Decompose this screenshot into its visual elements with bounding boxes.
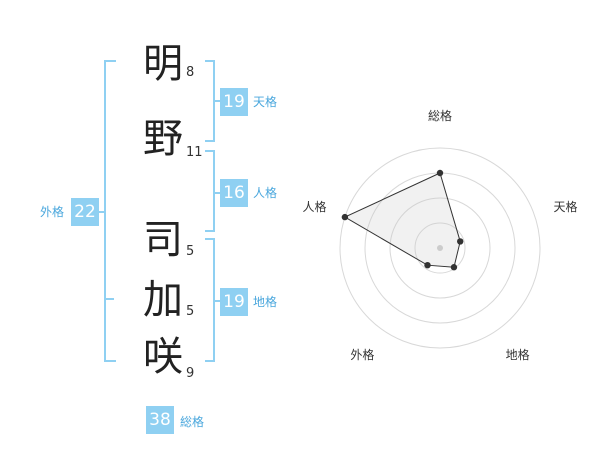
radar-point-4 [424,261,431,269]
radar-axis-label-5: 人格 [302,199,326,214]
tenkaku-label: 天格 [253,95,278,109]
radar-point-1 [436,169,444,177]
chikaku-badge: 19 [220,288,248,316]
radar-axis-label-2: 天格 [554,199,578,214]
soukaku-label: 総格 [180,415,205,429]
tenkaku-connector [215,100,221,102]
chikaku-bracket [205,238,215,362]
radar-axis-label-3: 地格 [506,347,530,362]
jinkaku-label: 人格 [253,186,278,200]
chikaku-label: 地格 [253,295,278,309]
stroke-count-3: 5 [186,244,195,259]
jinkaku-connector [215,192,221,194]
name-char-3: 司 [143,217,183,263]
radar-point-2 [457,238,464,245]
radar-ring-1 [414,222,466,274]
soukaku-badge: 38 [146,406,174,434]
name-char-4: 加 [143,277,183,323]
stroke-count-5: 9 [186,366,195,381]
radar-ring-2 [389,197,491,299]
name-char-1: 明 [143,41,183,87]
gaikaku-badge: 22 [71,198,99,226]
jinkaku-bracket [205,150,215,232]
gaikaku-bracket [104,60,116,362]
radar-axis-label-4: 外格 [350,347,374,362]
name-char-5: 咲 [143,334,183,380]
radar-center [437,245,443,251]
gaikaku-label: 外格 [40,205,65,219]
radar-axis-label-1: 総格 [428,108,452,123]
radar-ring-4 [339,147,541,349]
stroke-count-1: 8 [186,65,195,80]
stroke-count-2: 11 [186,145,203,160]
jinkaku-badge: 16 [220,179,248,207]
name-char-2: 野 [143,116,183,162]
gaikaku-connector [98,211,104,213]
radar-point-5 [341,213,349,221]
radar-point-3 [450,264,458,271]
chikaku-connector [215,300,221,302]
stroke-count-4: 5 [186,304,195,319]
gaikaku-tick [106,298,114,300]
tenkaku-bracket [205,60,215,142]
tenkaku-badge: 19 [220,88,248,116]
radar-polygon [343,172,461,268]
